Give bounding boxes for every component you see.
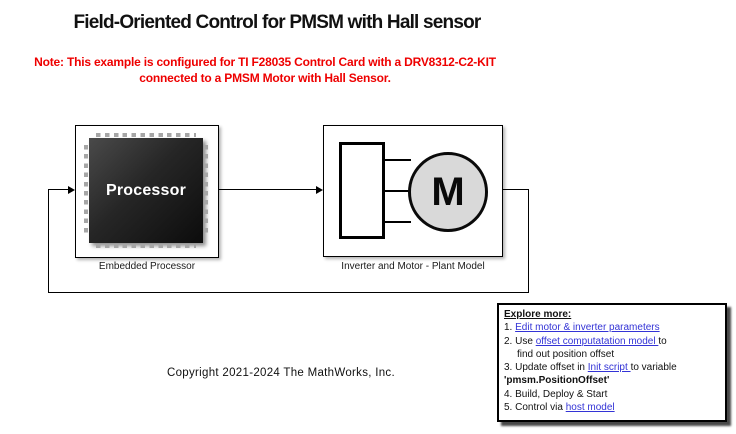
explore-item-2-text: 2. Use: [504, 335, 536, 347]
explore-item-3-post: to variable: [630, 362, 677, 374]
chip-pins-right: [204, 145, 208, 236]
explore-item-1-text: 1.: [504, 322, 516, 334]
phase-wire: [383, 159, 411, 161]
motor-letter: M: [431, 170, 465, 214]
explore-item-3-text: 3. Update offset in: [504, 362, 588, 374]
note-annotation: Note: This example is configured for TI …: [0, 54, 530, 86]
wire-feedback-left: [48, 189, 49, 293]
link-edit-motor-inverter-parameters[interactable]: Edit motor & inverter parameters: [515, 322, 660, 334]
note-line-1: Note: This example is configured for TI …: [34, 55, 496, 69]
plant-block-caption: Inverter and Motor - Plant Model: [341, 261, 485, 272]
arrow-right-icon: [316, 186, 323, 194]
link-init-script[interactable]: Init script: [587, 362, 631, 374]
processor-block-caption: Embedded Processor: [98, 261, 196, 272]
explore-item-3: 3. Update offset in Init script to varia…: [504, 361, 720, 374]
arrow-right-icon: [68, 186, 75, 194]
inverter-icon: [339, 142, 385, 239]
inverter-motor-block[interactable]: M: [323, 125, 503, 257]
explore-title: Explore more:: [504, 309, 572, 320]
note-line-2: connected to a PMSM Motor with Hall Sens…: [139, 71, 391, 85]
phase-wire: [383, 190, 411, 192]
processor-chip-icon: Processor: [84, 133, 208, 248]
link-offset-computation-model[interactable]: offset computatation model: [535, 335, 659, 347]
explore-more-box: Explore more: 1. Edit motor & inverter p…: [497, 303, 727, 422]
chip-pins-left: [84, 145, 88, 236]
copyright-text: Copyright 2021-2024 The MathWorks, Inc.: [167, 367, 395, 379]
chip-label: Processor: [105, 181, 187, 199]
embedded-processor-block[interactable]: Processor: [75, 125, 219, 258]
chip-pins-top: [96, 133, 196, 137]
wire-processor-to-plant: [219, 189, 317, 190]
wire-into-processor: [48, 189, 70, 190]
explore-variable-name: 'pmsm.PositionOffset': [504, 375, 610, 387]
link-host-model[interactable]: host model: [565, 402, 615, 414]
wire-plant-out: [503, 189, 529, 190]
explore-item-2-post: to: [658, 335, 667, 347]
explore-item-2: 2. Use offset computatation model to: [504, 335, 720, 348]
phase-wire: [383, 221, 411, 223]
wire-feedback-bottom: [48, 292, 529, 293]
motor-icon: M: [408, 152, 488, 232]
explore-item-2-cont: find out position offset: [517, 348, 615, 360]
chip-pins-bottom: [96, 244, 196, 248]
model-title: Field-Oriented Control for PMSM with Hal…: [73, 12, 481, 33]
wire-feedback-right: [528, 189, 529, 293]
explore-item-5-text: 5. Control via: [504, 402, 566, 414]
explore-item-5: 5. Control via host model: [504, 401, 720, 414]
explore-item-1: 1. Edit motor & inverter parameters: [504, 321, 720, 334]
explore-item-4: 4. Build, Deploy & Start: [504, 388, 608, 400]
